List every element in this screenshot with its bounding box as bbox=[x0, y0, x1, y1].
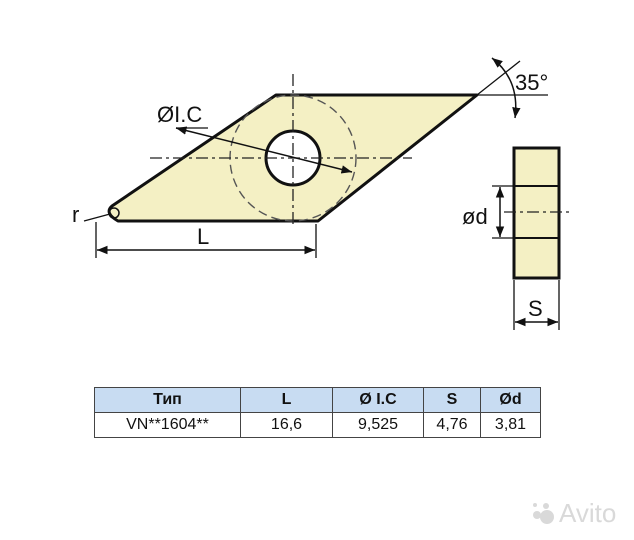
cell-ic: 9,525 bbox=[332, 412, 424, 438]
thickness-label: S bbox=[528, 296, 543, 321]
length-label: L bbox=[197, 224, 209, 249]
angle-arc bbox=[491, 57, 521, 119]
header-ic: Ø I.C bbox=[332, 387, 424, 413]
avito-logo-icon bbox=[533, 503, 554, 524]
cell-hole: 3,81 bbox=[480, 412, 541, 438]
header-type: Тип bbox=[94, 387, 241, 413]
ic-dimension-line bbox=[175, 126, 353, 174]
ic-label: ØI.C bbox=[157, 102, 202, 127]
corner-radius-mark bbox=[108, 207, 120, 219]
radius-label: r bbox=[72, 202, 79, 227]
watermark: Avito bbox=[530, 498, 616, 529]
spec-table: Тип L Ø I.C S Ød VN**1604** 16,6 9,525 4… bbox=[94, 387, 541, 438]
hole-diameter-label: ød bbox=[462, 204, 488, 229]
header-hole: Ød bbox=[480, 387, 541, 413]
cell-length: 16,6 bbox=[240, 412, 333, 438]
cell-type: VN**1604** bbox=[94, 412, 241, 438]
header-length: L bbox=[240, 387, 333, 413]
table-row: VN**1604** 16,6 9,525 4,76 3,81 bbox=[94, 412, 541, 438]
insert-drawing: ØI.C r L 35° ød S bbox=[72, 57, 570, 330]
angle-label: 35° bbox=[515, 70, 548, 95]
header-thickness: S bbox=[423, 387, 481, 413]
table-header-row: Тип L Ø I.C S Ød bbox=[94, 387, 541, 413]
cell-thickness: 4,76 bbox=[423, 412, 481, 438]
side-view-body bbox=[512, 146, 561, 280]
watermark-text: Avito bbox=[559, 498, 617, 528]
